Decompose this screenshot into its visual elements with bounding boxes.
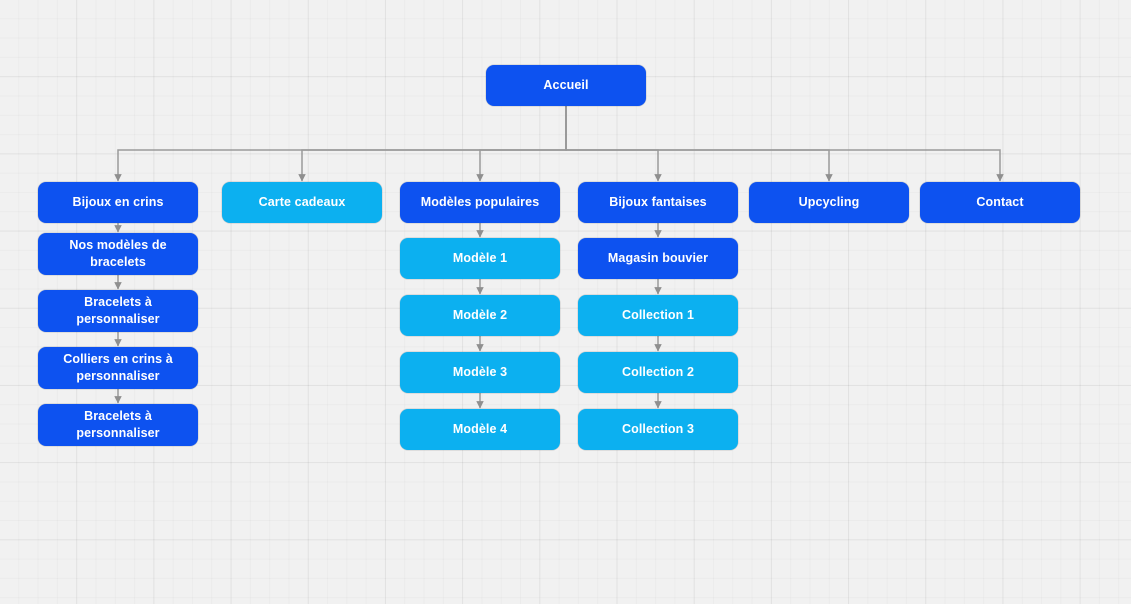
node-label: Collection 3 bbox=[621, 422, 695, 436]
node-label: Modèles populaires bbox=[420, 195, 540, 209]
node-magasin[interactable]: Magasin bouvier bbox=[578, 238, 738, 279]
node-label: Modèle 4 bbox=[452, 422, 508, 436]
node-modele-1[interactable]: Modèle 1 bbox=[400, 238, 560, 279]
node-bijoux-fant[interactable]: Bijoux fantaises bbox=[578, 182, 738, 223]
node-modele-4[interactable]: Modèle 4 bbox=[400, 409, 560, 450]
node-label: Bijoux en crins bbox=[72, 195, 164, 209]
node-label: Collection 2 bbox=[621, 365, 695, 379]
node-bijoux-crins[interactable]: Bijoux en crins bbox=[38, 182, 198, 223]
node-label: Accueil bbox=[543, 78, 589, 92]
node-contact[interactable]: Contact bbox=[920, 182, 1080, 223]
node-label: Bracelets à personnaliser bbox=[76, 409, 160, 440]
node-label: Upcycling bbox=[798, 195, 860, 209]
node-label: Nos modèles de bracelets bbox=[69, 238, 167, 269]
node-label: Collection 1 bbox=[621, 308, 695, 322]
node-label: Contact bbox=[976, 195, 1024, 209]
node-accueil[interactable]: Accueil bbox=[486, 65, 646, 106]
node-carte-cadeaux[interactable]: Carte cadeaux bbox=[222, 182, 382, 223]
node-modele-3[interactable]: Modèle 3 bbox=[400, 352, 560, 393]
edge-accueil-to-upcycling bbox=[565, 106, 833, 182]
node-nos-modeles[interactable]: Nos modèles de bracelets bbox=[38, 233, 198, 275]
node-label: Magasin bouvier bbox=[607, 251, 709, 265]
node-collection-1[interactable]: Collection 1 bbox=[578, 295, 738, 336]
node-label: Bracelets à personnaliser bbox=[76, 295, 160, 326]
node-brac-perso-2[interactable]: Bracelets à personnaliser bbox=[38, 404, 198, 446]
node-modeles-pop[interactable]: Modèles populaires bbox=[400, 182, 560, 223]
node-label: Colliers en crins à personnaliser bbox=[63, 352, 173, 383]
node-label: Modèle 1 bbox=[452, 251, 508, 265]
node-collection-2[interactable]: Collection 2 bbox=[578, 352, 738, 393]
node-label: Bijoux fantaises bbox=[609, 195, 707, 209]
edge-accueil-to-modeles-pop bbox=[476, 106, 567, 182]
node-label: Carte cadeaux bbox=[258, 195, 346, 209]
node-label: Modèle 2 bbox=[452, 308, 508, 322]
node-brac-perso-1[interactable]: Bracelets à personnaliser bbox=[38, 290, 198, 332]
node-colliers[interactable]: Colliers en crins à personnaliser bbox=[38, 347, 198, 389]
edge-accueil-to-carte-cadeaux bbox=[298, 106, 567, 182]
edge-accueil-to-bijoux-fant bbox=[565, 106, 662, 182]
edge-accueil-to-bijoux-crins bbox=[114, 106, 567, 182]
node-modele-2[interactable]: Modèle 2 bbox=[400, 295, 560, 336]
node-label: Modèle 3 bbox=[452, 365, 508, 379]
edge-accueil-to-contact bbox=[565, 106, 1004, 182]
node-upcycling[interactable]: Upcycling bbox=[749, 182, 909, 223]
node-collection-3[interactable]: Collection 3 bbox=[578, 409, 738, 450]
